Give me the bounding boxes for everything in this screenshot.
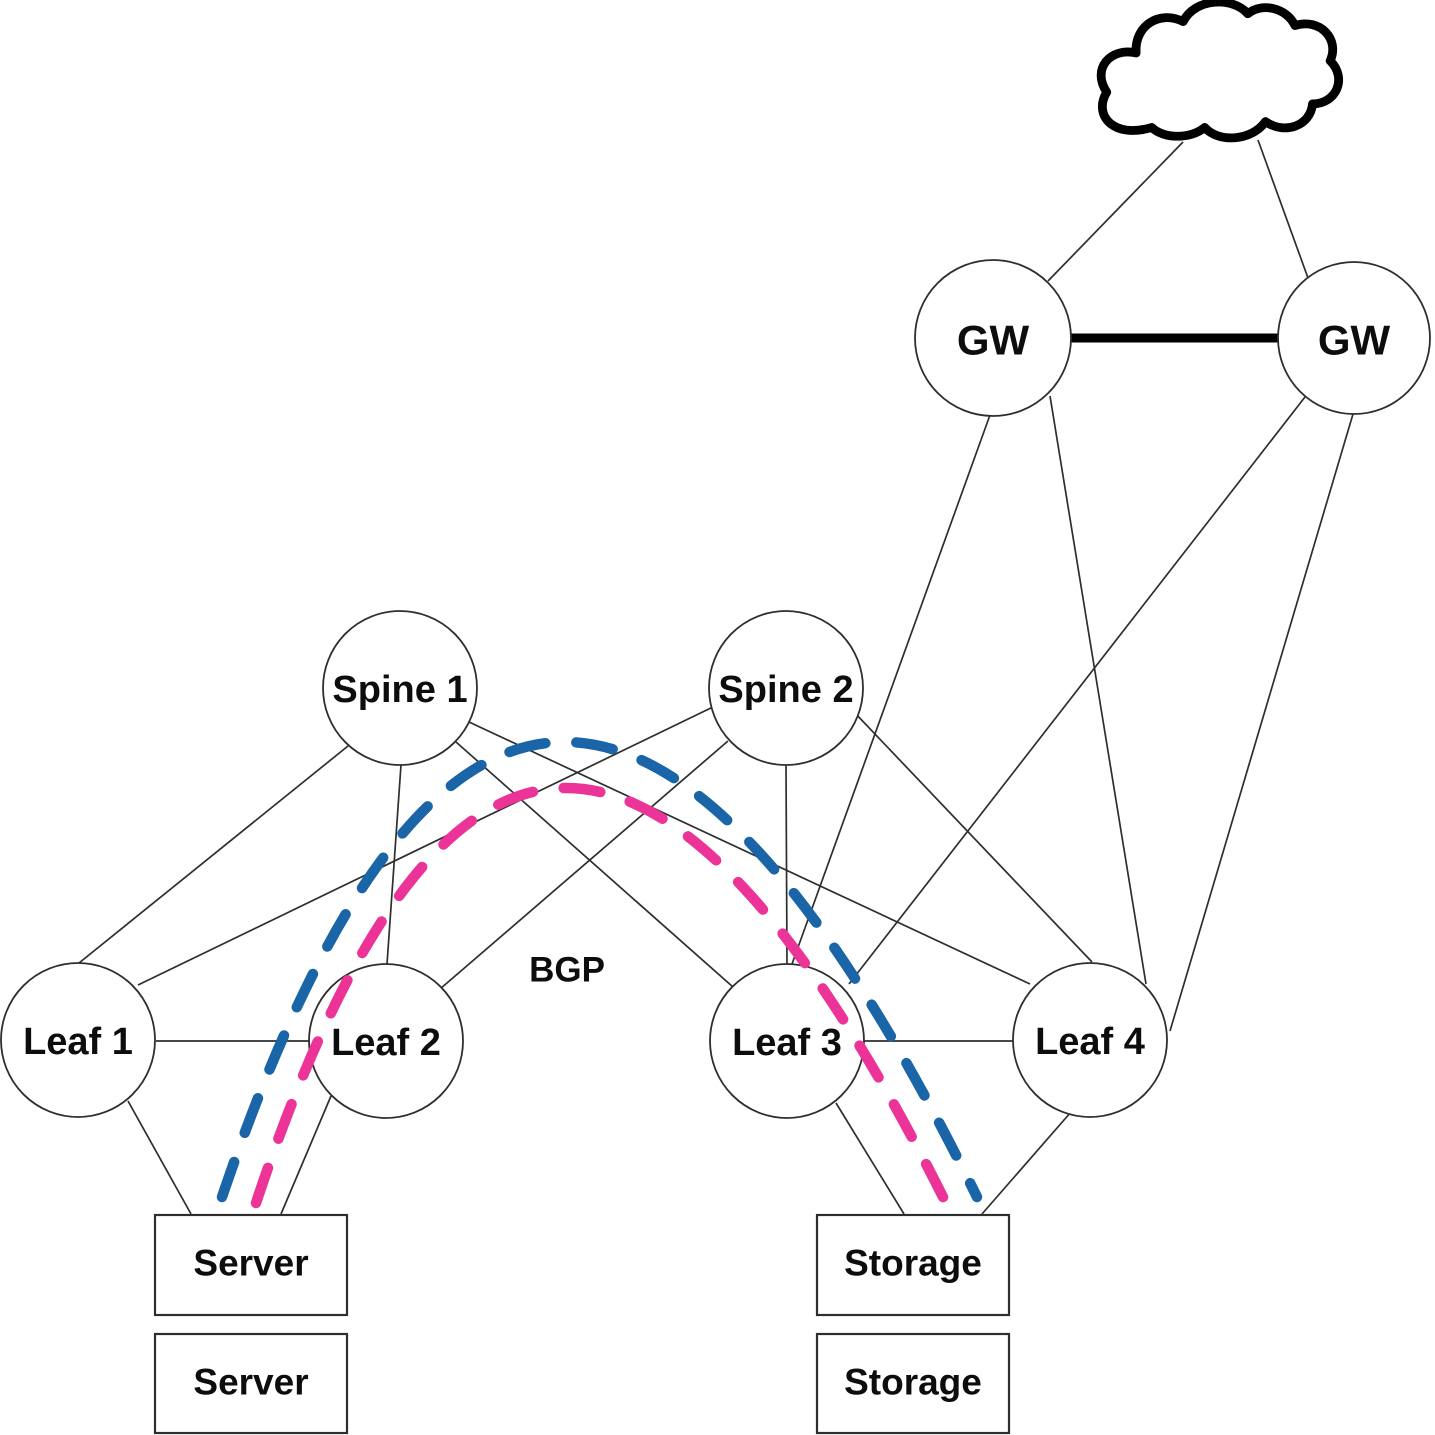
node-leaf1: Leaf 1 xyxy=(0,962,156,1118)
edge-layer xyxy=(78,139,1354,1215)
storage2-rect xyxy=(815,1332,1011,1435)
edge-leaf3-storage1 xyxy=(835,1102,905,1215)
gw-right-circle xyxy=(1277,261,1431,415)
storage1-label: Storage xyxy=(844,1243,982,1284)
edge-gw-right-leaf4 xyxy=(1169,413,1354,1032)
spine1-label: Spine 1 xyxy=(332,669,467,711)
edge-spine1-leaf4 xyxy=(468,721,1031,985)
edge-leaf1-server1 xyxy=(127,1100,192,1215)
server2-rect xyxy=(153,1332,349,1435)
leaf1-label: Leaf 1 xyxy=(23,1021,133,1063)
edge-spine1-leaf1 xyxy=(78,745,349,964)
storage1-rect xyxy=(815,1213,1011,1317)
edge-gw-right-leaf3 xyxy=(848,396,1306,985)
node-leaf4: Leaf 4 xyxy=(1012,962,1168,1118)
leaf2-circle xyxy=(308,963,464,1119)
leaf3-label: Leaf 3 xyxy=(732,1022,842,1064)
node-leaf3: Leaf 3 xyxy=(709,963,865,1119)
edge-gw-left-leaf3 xyxy=(791,414,991,965)
leaf1-circle xyxy=(0,962,156,1118)
cloud-shape xyxy=(1096,0,1344,143)
edge-spine1-leaf2 xyxy=(386,764,402,965)
box-storage2: Storage xyxy=(815,1332,1011,1435)
box-server2: Server xyxy=(153,1332,349,1435)
edge-leaf2-server1 xyxy=(280,1095,332,1215)
node-gw-right: GW xyxy=(1277,261,1431,415)
edge-spine2-leaf2 xyxy=(439,740,729,990)
server1-rect xyxy=(153,1213,349,1317)
leaf4-label: Leaf 4 xyxy=(1035,1021,1145,1063)
leaf2-label: Leaf 2 xyxy=(331,1022,441,1064)
edge-spine2-leaf4 xyxy=(853,711,1093,963)
leaf3-circle xyxy=(709,963,865,1119)
internet-cloud xyxy=(1096,0,1344,143)
gw-left-circle xyxy=(914,259,1072,417)
bgp-label: BGP xyxy=(529,951,605,990)
node-leaf2: Leaf 2 xyxy=(308,963,464,1119)
edge-gw-left-leaf4 xyxy=(1049,395,1147,985)
node-gw-left: GW xyxy=(914,259,1072,417)
server2-label: Server xyxy=(193,1362,308,1403)
box-server1: Server xyxy=(153,1213,349,1317)
spine1-circle xyxy=(322,610,478,766)
spine2-circle xyxy=(708,610,864,766)
edge-cloud-gw-left xyxy=(1047,141,1184,282)
node-spine1: Spine 1 xyxy=(322,610,478,766)
edge-cloud-gw-right xyxy=(1257,139,1309,279)
overlay-path-blue xyxy=(216,736,983,1203)
overlay-path-pink xyxy=(250,782,952,1209)
box-storage1: Storage xyxy=(815,1213,1011,1317)
spine2-label: Spine 2 xyxy=(718,669,853,711)
gw-right-label: GW xyxy=(1318,317,1391,364)
edge-leaf4-storage1 xyxy=(981,1111,1072,1215)
storage2-label: Storage xyxy=(844,1362,982,1403)
gw-left-label: GW xyxy=(957,317,1030,364)
edge-spine2-leaf1 xyxy=(137,705,716,986)
node-spine2: Spine 2 xyxy=(708,610,864,766)
server1-label: Server xyxy=(193,1243,308,1284)
edge-spine1-leaf3 xyxy=(455,741,734,988)
leaf4-circle xyxy=(1012,962,1168,1118)
